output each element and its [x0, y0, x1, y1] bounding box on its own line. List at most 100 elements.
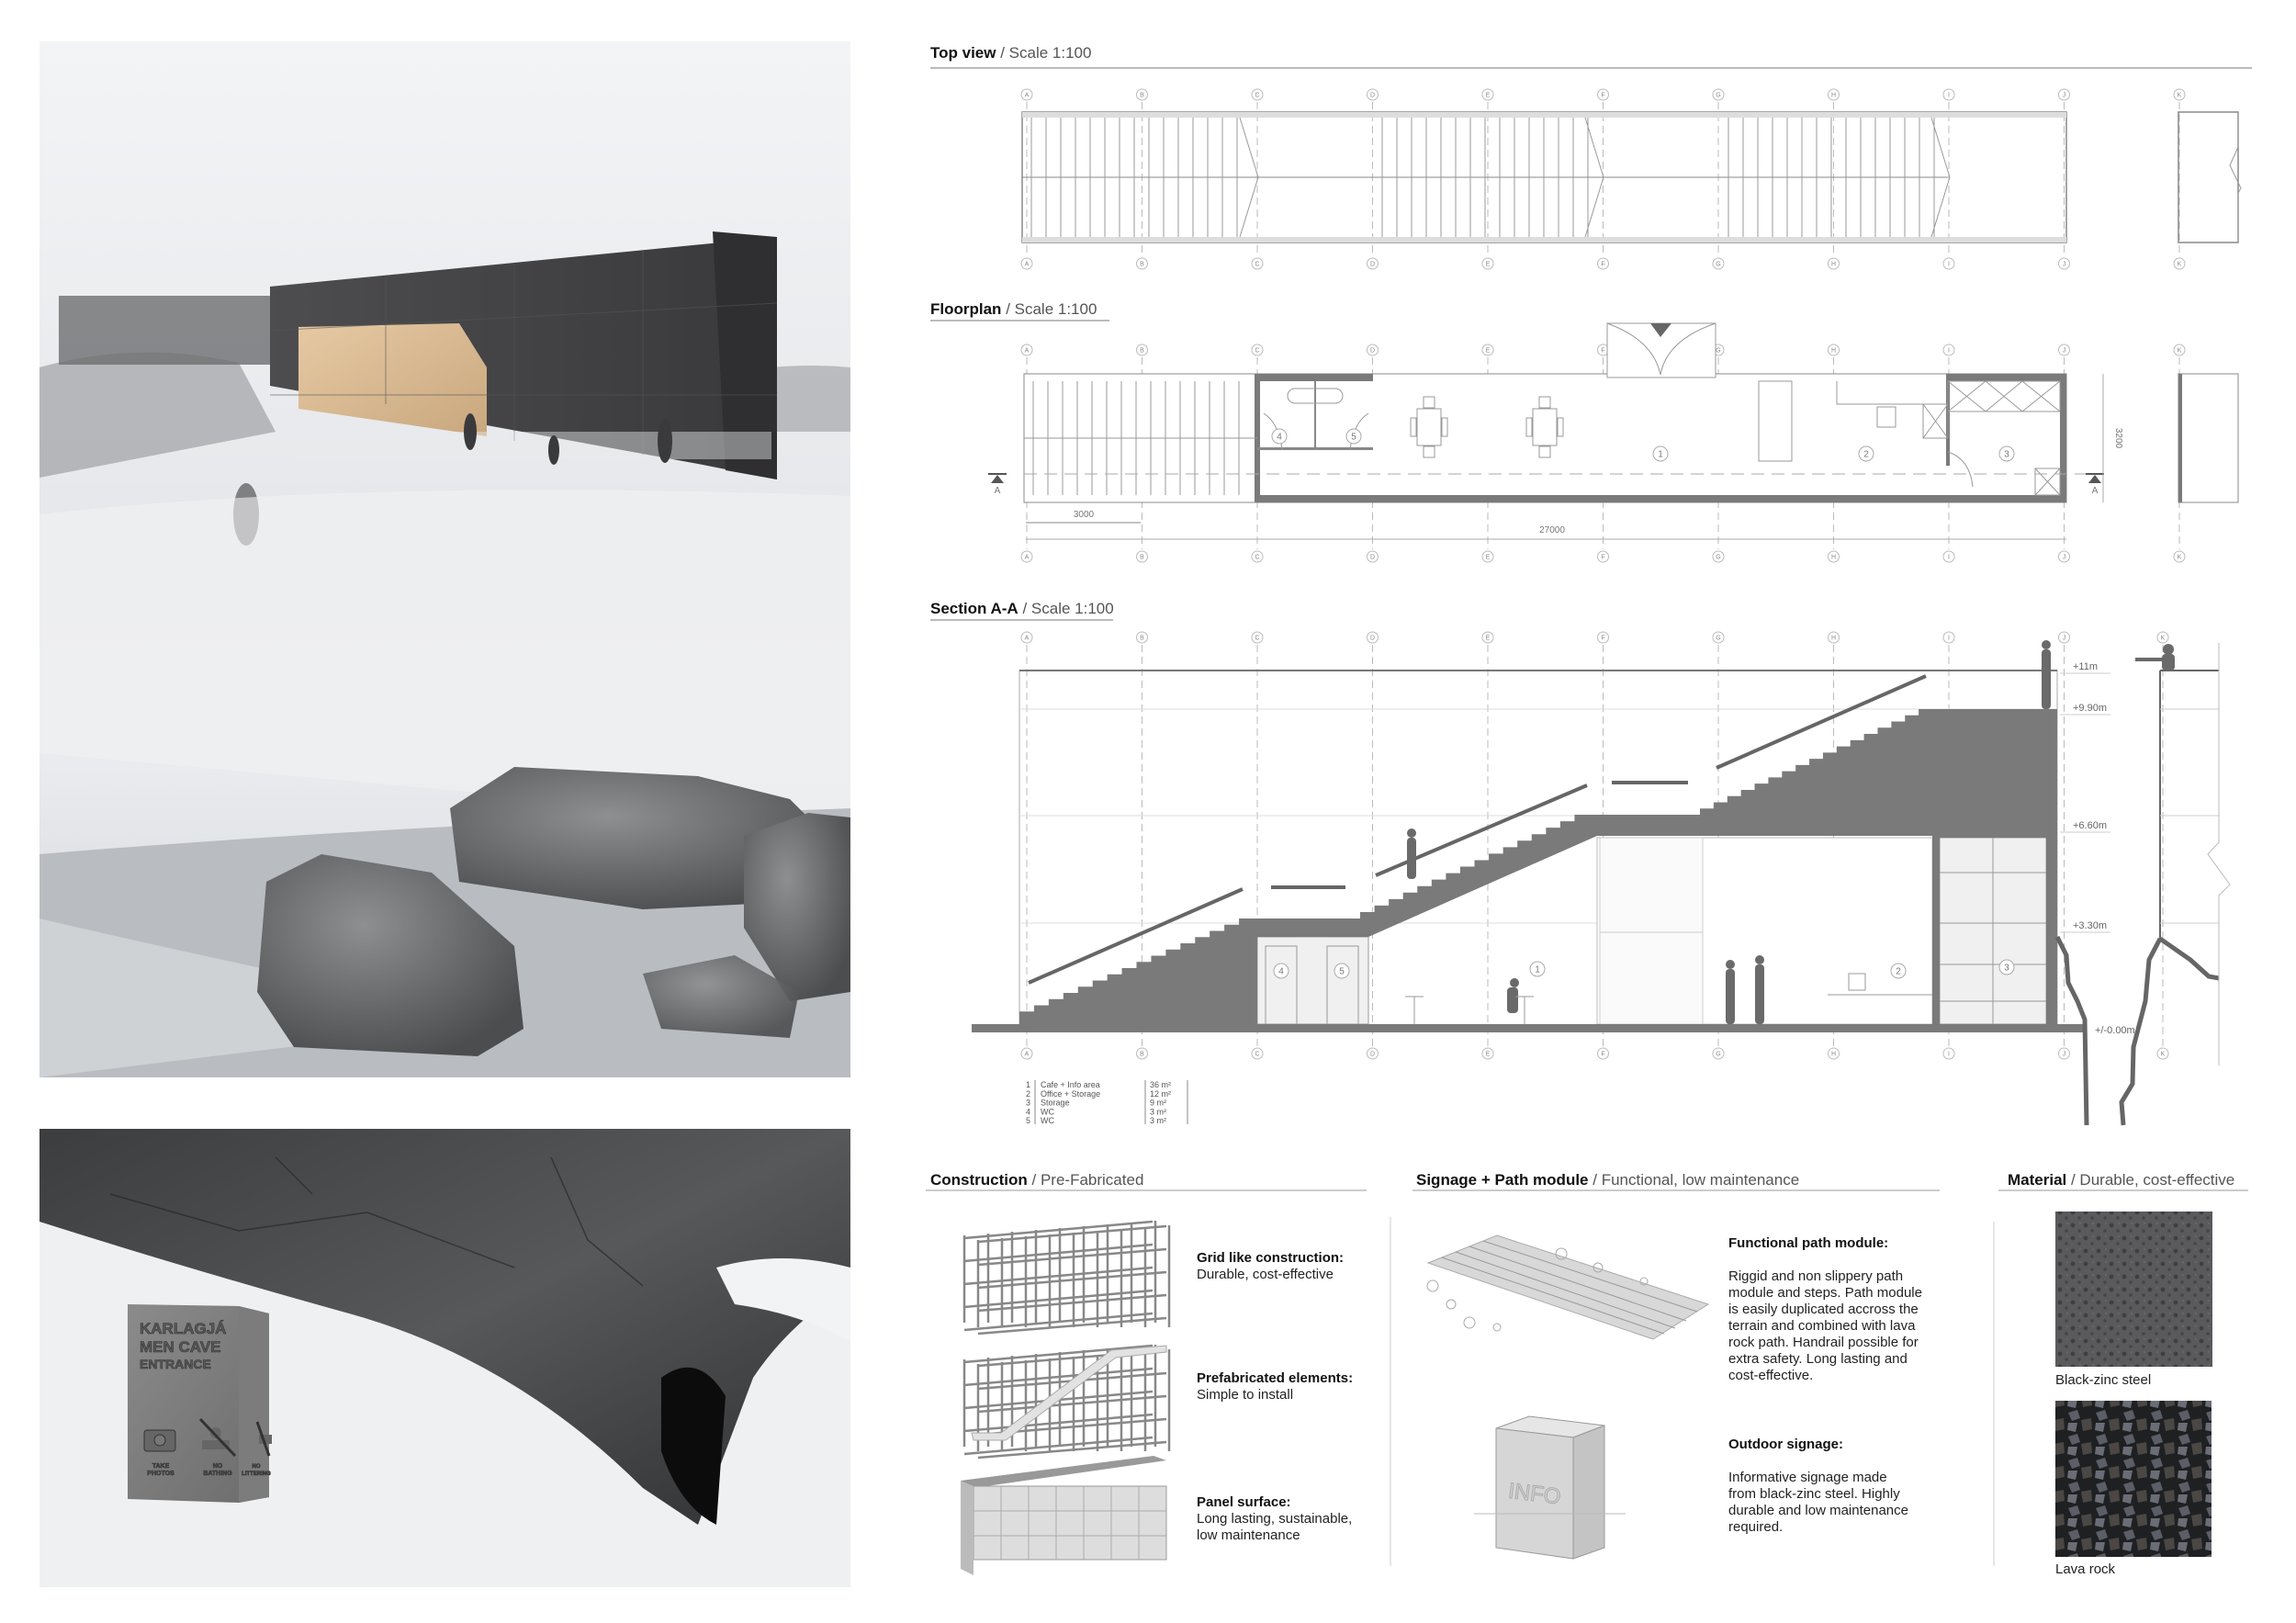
grid-label: F: [1601, 636, 1604, 642]
rock: [744, 813, 850, 1001]
wc-rooms: [1256, 936, 1369, 1025]
chair: [1525, 417, 1533, 437]
grid-bubble: [1367, 344, 1379, 356]
sign-icon-label: NO: [253, 1464, 261, 1470]
room-number: 5: [1351, 433, 1356, 443]
grid-label: B: [1140, 1052, 1144, 1058]
frame-beam: [977, 1270, 1167, 1290]
building-facade: [270, 237, 777, 479]
top-view-drawing: Top view / Scale 1:100 AABBCCDDEEFFGGHHI…: [930, 44, 2252, 270]
grid-bubble: [1251, 88, 1264, 101]
room-number-bubble: [1273, 963, 1289, 979]
grid-label: K: [2178, 262, 2182, 268]
room-number: 1: [1658, 450, 1663, 460]
grid-label: F: [1601, 93, 1604, 99]
grid-label: J: [2063, 1052, 2066, 1058]
grid-bubble: [1828, 631, 1840, 644]
grid-bubble: [1828, 257, 1840, 270]
feature-description: Simple to install: [1197, 1387, 1293, 1403]
room-number-bubble: [1998, 959, 2015, 975]
grid-label: J: [2063, 348, 2066, 355]
sign-icon-label: PHOTOS: [147, 1471, 174, 1477]
counter: [1758, 380, 1793, 462]
grid-bubble: [1020, 344, 1033, 356]
grid-label: J: [2063, 93, 2066, 99]
grid-bubble: [1136, 257, 1148, 270]
grid-label: E: [1486, 93, 1491, 99]
grid-bubble: [1712, 1047, 1725, 1060]
grid-label: E: [1486, 555, 1491, 561]
grid-bubble: [1020, 631, 1033, 644]
stair-arrow: [1930, 117, 1951, 238]
grid-label: F: [1601, 262, 1604, 268]
grid-label: A: [1025, 262, 1030, 268]
grid-bubble: [1367, 631, 1379, 644]
room-number: 4: [1278, 967, 1284, 977]
sign-icon-label: BATHING: [203, 1471, 232, 1477]
grid-bubble: [1712, 550, 1725, 563]
grid-bubble: [1367, 550, 1379, 563]
grid-bubble: [1597, 550, 1609, 563]
grid-bubble: [1942, 88, 1955, 101]
grid-bubble: [1136, 1047, 1148, 1060]
grid-label: C: [1255, 555, 1259, 561]
feature-description: is easily duplicated accross the: [1728, 1302, 1919, 1317]
grid-bubble: [1828, 1047, 1840, 1060]
level-label: +3.30m: [2073, 920, 2107, 931]
legend-area: 12 m²: [1150, 1089, 1171, 1099]
svg-text:A: A: [2092, 486, 2099, 496]
grid-bubble: [1597, 88, 1609, 101]
grid-bubble: [1597, 257, 1609, 270]
room-number-bubble: [1890, 963, 1907, 979]
grid-label: I: [1948, 555, 1950, 561]
grid-bubble: [1481, 1047, 1494, 1060]
feature-description: Riggid and non slippery path: [1728, 1268, 1903, 1284]
grid-label: B: [1140, 636, 1144, 642]
feature-description: extra safety. Long lasting and: [1728, 1351, 1908, 1367]
prefab-stair-element: [971, 1345, 1167, 1441]
grid-bubble: [2173, 344, 2186, 356]
feature-description: module and steps. Path module: [1728, 1285, 1922, 1301]
room-number-bubble: [1858, 445, 1874, 462]
grid-bubble: [2173, 88, 2186, 101]
grid-label: G: [1716, 93, 1720, 99]
grid-label: K: [2178, 348, 2182, 355]
feature-heading: Functional path module:: [1728, 1235, 1888, 1251]
grid-label: C: [1255, 1052, 1259, 1058]
grid-label: H: [1831, 348, 1836, 355]
grid-bubble: [1367, 1047, 1379, 1060]
grid-bubble: [2058, 1047, 2070, 1060]
info-sign-illustration: INFO: [1474, 1415, 1626, 1560]
chair: [1538, 445, 1551, 458]
legend-number: 2: [1026, 1089, 1030, 1099]
feature-heading: Panel surface:: [1197, 1494, 1291, 1510]
grid-bubble: [1942, 631, 1955, 644]
frame-beam: [963, 1220, 1154, 1240]
grid-bubble: [1942, 257, 1955, 270]
handrails: [1028, 674, 1927, 985]
grid-label: E: [1486, 262, 1491, 268]
grid-bubble: [1136, 88, 1148, 101]
grid-label: B: [1140, 555, 1144, 561]
legend-room-name: WC: [1041, 1116, 1054, 1125]
grid-bubble: [2058, 257, 2070, 270]
grid-label: B: [1140, 93, 1144, 99]
ground-slab: [972, 1024, 2085, 1032]
grid-label: A: [1025, 1052, 1030, 1058]
room-number: 2: [1863, 450, 1869, 460]
legend-area: 3 m²: [1150, 1107, 1166, 1116]
frame-beam: [977, 1316, 1167, 1336]
sign-icon-label: TAKE: [152, 1463, 170, 1470]
grid-label: H: [1831, 262, 1836, 268]
grid-bubble: [1020, 88, 1033, 101]
legend-number: 4: [1026, 1107, 1030, 1116]
grid-bubble: [2058, 344, 2070, 356]
room-number-bubble: [1998, 445, 2015, 462]
chair: [1441, 417, 1448, 437]
grid-label: E: [1486, 636, 1491, 642]
legend-room-name: Cafe + Info area: [1041, 1080, 1100, 1089]
grid-label: A: [1025, 93, 1030, 99]
grid-bubble: [2173, 550, 2186, 563]
grid-label: E: [1486, 348, 1491, 355]
grid-bubble: [1481, 257, 1494, 270]
